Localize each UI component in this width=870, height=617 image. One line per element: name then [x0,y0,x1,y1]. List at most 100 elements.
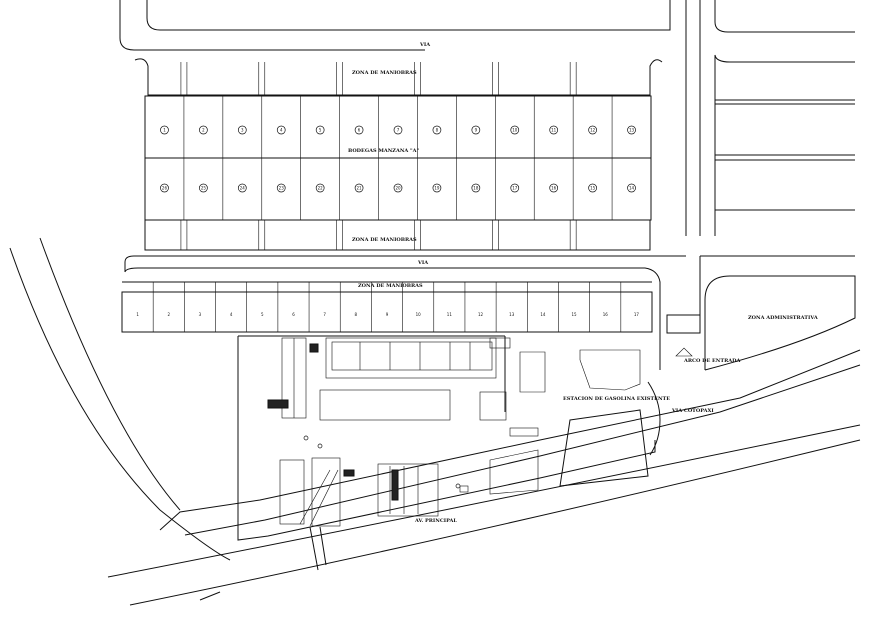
outer-roads [9,237,861,606]
bodega-number-circle [237,125,247,135]
bodega-number-circle [276,125,286,135]
bodega-number-circle [588,125,597,135]
bodega-number-circle [354,125,364,135]
strip-unit-number: 1 [136,312,139,317]
bodega-number-circle [432,183,442,193]
bodega-number: 25 [201,186,207,191]
parking-left [267,337,507,421]
bodega-number: 22 [318,186,324,191]
parking-lower [279,457,469,571]
bodega-number: 12 [590,128,596,133]
maneuver-gate [180,62,188,95]
strip-unit-number: 6 [292,312,295,317]
bodega-number-circle [549,183,559,193]
maneuver-gate [492,62,499,95]
arco-entrada-label: ARCO DE ENTRADA [683,358,740,364]
bodega-number-circle [354,183,364,193]
strip-unit-number: 8 [355,312,358,317]
av-principal-label: AV. PRINCIPAL [414,518,457,524]
zona-administrativa-label: ZONA ADMINISTRATIVA [748,315,818,321]
via-top-label: VIA [419,42,430,48]
bodega-number: 18 [473,186,479,191]
bodega-number: 8 [436,128,439,133]
via-cotopaxi-label: VIA COTOPAXI [671,408,714,414]
site-details [303,427,539,489]
bodega-number-circle [393,183,403,193]
maneuver-gate [180,220,188,250]
bodega-number: 9 [475,128,478,133]
bodega-number: 6 [358,128,361,133]
strip-unit-number: 4 [230,312,233,317]
bodega-number: 14 [629,186,635,191]
zona-maniobras-row-label: ZONA DE MANIOBRAS [358,283,423,289]
bodega-number: 7 [397,128,400,133]
bodega-number-circle [160,183,169,193]
middle-via-road [124,255,855,330]
strip-unit-number: 12 [478,312,484,317]
bodega-number-circle [276,183,286,193]
right-parking-block [714,54,855,236]
strip-units-row [121,281,653,333]
maneuver-gates [180,62,577,250]
bodega-number-circle [510,183,520,193]
strip-unit-number: 11 [447,312,453,317]
via-mid-label: VIA [417,260,428,266]
arco-entrada [659,314,706,370]
strip-unit-number: 16 [603,312,609,317]
gas-station [489,349,661,495]
bodegas-block [134,58,663,251]
bodega-number-circle [432,125,442,135]
strip-unit-number: 3 [199,312,202,317]
maneuver-gate [569,62,577,95]
maneuver-gate [258,220,266,250]
bodega-number-circle [627,125,636,135]
maneuver-gate [258,62,266,95]
bodega-number: 3 [241,128,244,133]
strip-unit-number: 10 [416,312,422,317]
bodega-number-circle [393,125,403,135]
bodega-number: 1 [163,128,166,133]
bodega-number-circle [510,125,520,135]
bodega-number: 20 [395,186,401,191]
bodega-number-circle [471,183,481,193]
maneuver-gate [414,62,421,95]
bodega-number-circle [237,183,247,193]
bodega-number: 15 [590,186,596,191]
strip-unit-number: 9 [386,312,389,317]
bodega-cells: 1262253244235226217208199181017111612151… [160,96,636,220]
maneuver-gate [414,220,421,250]
bodega-number-circle [588,183,597,193]
strip-unit-number: 5 [261,312,264,317]
bodega-number-circle [199,183,208,193]
bodega-number: 11 [551,128,557,133]
bodega-number-circle [160,125,169,135]
bodega-number: 24 [240,186,246,191]
bodegas-label: BODEGAS MANZANA "A" [348,148,420,154]
bodega-number: 5 [319,128,322,133]
bodega-number-circle [471,125,481,135]
bodega-number: 4 [280,128,283,133]
maneuver-gate [569,220,577,250]
estacion-gasolina-label: ESTACION DE GASOLINA EXISTENTE [563,396,670,402]
strip-unit-number: 13 [509,312,515,317]
bodega-number: 19 [434,186,440,191]
zona-maniobras-top-label: ZONA DE MANIOBRAS [352,70,417,76]
maneuver-gate [336,62,343,95]
bodega-number: 2 [202,128,205,133]
bodega-number: 16 [551,186,557,191]
admin-zone [704,275,856,371]
bodega-number-circle [199,125,208,135]
bodega-number: 17 [512,186,518,191]
strip-unit-number: 17 [634,312,640,317]
maneuver-gate [492,220,499,250]
bodega-number: 10 [512,128,518,133]
strip-unit-number: 7 [323,312,326,317]
strip-unit-number: 15 [572,312,578,317]
central-building [309,337,511,379]
bodega-number-circle [627,183,636,193]
bodega-number-circle [549,125,559,135]
bodega-number-circle [315,183,325,193]
top-right-block [685,0,855,236]
